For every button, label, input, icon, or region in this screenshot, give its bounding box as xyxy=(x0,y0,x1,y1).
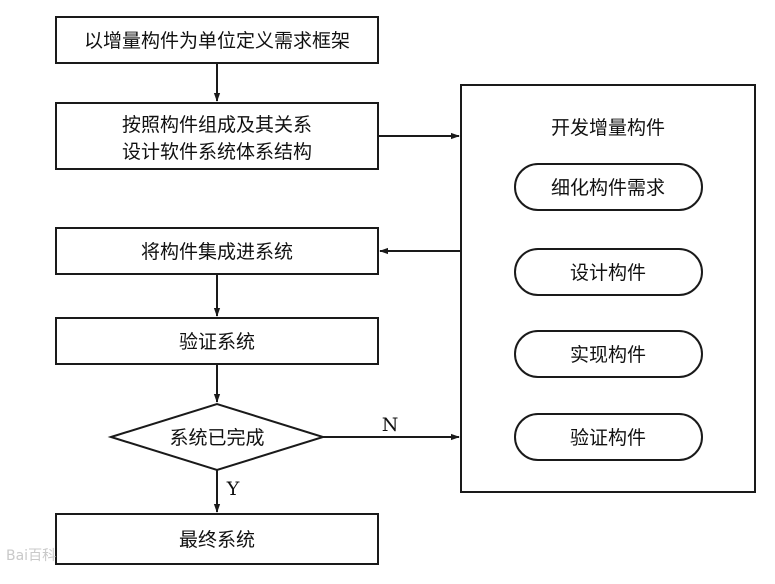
develop-increment-panel: 开发增量构件 细化构件需求 设计构件 实现构件 验证构件 xyxy=(460,84,756,493)
panel-item-implement-component: 实现构件 xyxy=(514,330,703,378)
panel-item-label: 验证构件 xyxy=(570,427,646,449)
step2-label-line2: 设计软件系统体系结构 xyxy=(122,141,312,163)
step4-verify-system: 验证系统 xyxy=(55,317,379,365)
decision-system-complete: 系统已完成 xyxy=(107,402,327,472)
panel-item-verify-component: 验证构件 xyxy=(514,413,703,461)
panel-item-label: 细化构件需求 xyxy=(551,177,665,199)
step5-final-system: 最终系统 xyxy=(55,513,379,565)
yes-label: Y xyxy=(226,478,240,500)
panel-title: 开发增量构件 xyxy=(551,117,665,139)
decision-label: 系统已完成 xyxy=(169,427,264,449)
panel-item-design-component: 设计构件 xyxy=(514,248,703,296)
step2-label-line1: 按照构件组成及其关系 xyxy=(122,114,312,136)
step3-integrate-components: 将构件集成进系统 xyxy=(55,227,379,275)
step4-label: 验证系统 xyxy=(179,331,255,353)
panel-item-label: 设计构件 xyxy=(570,262,646,284)
step2-design-architecture: 按照构件组成及其关系 设计软件系统体系结构 xyxy=(55,102,379,170)
step1-define-requirements: 以增量构件为单位定义需求框架 xyxy=(55,16,379,64)
panel-item-label: 实现构件 xyxy=(570,344,646,366)
no-label: N xyxy=(382,414,399,436)
panel-item-refine-requirements: 细化构件需求 xyxy=(514,163,703,211)
step3-label: 将构件集成进系统 xyxy=(141,241,293,263)
step5-label: 最终系统 xyxy=(179,529,255,551)
step1-label: 以增量构件为单位定义需求框架 xyxy=(84,30,350,52)
watermark-text: Bai百科 xyxy=(6,548,56,564)
